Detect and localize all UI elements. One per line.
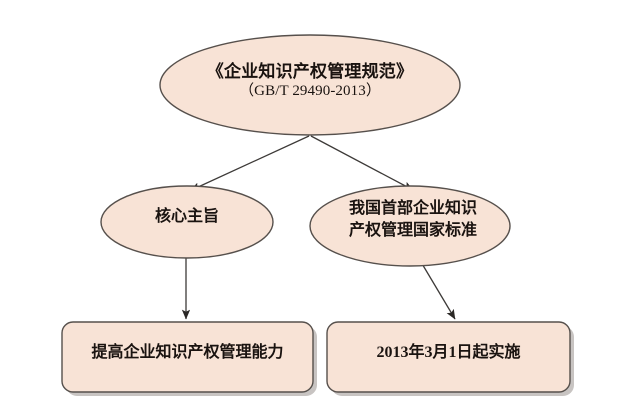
node-root[interactable] [159, 34, 461, 136]
node-mid-left[interactable] [100, 185, 274, 259]
connector-root-to-mid-right [310, 135, 414, 191]
node-leaf-right[interactable] [326, 321, 571, 393]
connector-group [181, 135, 456, 320]
node-leaf-left[interactable] [61, 321, 314, 393]
node-mid-right[interactable] [309, 185, 511, 267]
connector-root-to-mid-left [190, 135, 310, 192]
connector-mid-right-to-leaf-right [420, 261, 456, 320]
